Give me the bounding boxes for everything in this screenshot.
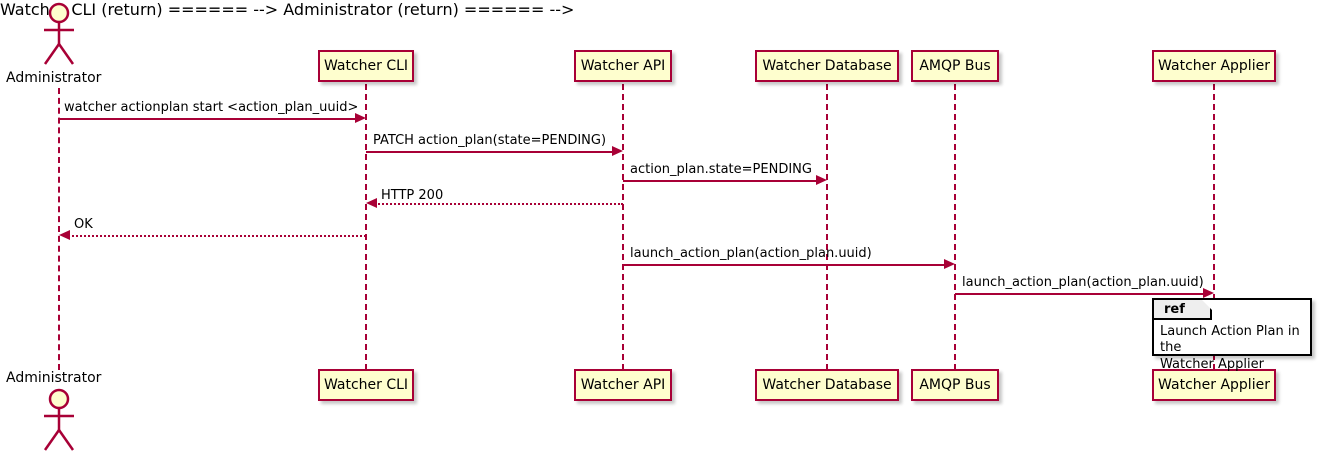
message-line-3 <box>623 180 820 182</box>
message-label-1: watcher actionplan start <action_plan_uu… <box>64 100 359 115</box>
message-label-3: action_plan.state=PENDING <box>630 162 812 177</box>
ref-fragment-body: Launch Action Plan in the Watcher Applie… <box>1160 324 1306 373</box>
message-label-6: launch_action_plan(action_plan.uuid) <box>630 246 872 261</box>
participant-watcher-database-top[interactable]: Watcher Database <box>755 50 899 82</box>
message-line-7 <box>955 293 1207 295</box>
ref-fragment-tab: ref <box>1154 300 1212 320</box>
lifeline-watcher-applier <box>1213 84 1215 370</box>
participant-watcher-applier-bottom[interactable]: Watcher Applier <box>1152 369 1276 401</box>
message-arrowhead-6 <box>944 259 955 269</box>
lifeline-amqp-bus <box>954 84 956 370</box>
message-arrowhead-4 <box>366 198 377 208</box>
ref-fragment-box: ref Launch Action Plan in the Watcher Ap… <box>1152 298 1312 372</box>
ref-fragment-line-2: Watcher Applier <box>1160 356 1264 372</box>
lifeline-administrator <box>58 88 60 370</box>
message-label-4: HTTP 200 <box>381 188 444 203</box>
message-label-2: PATCH action_plan(state=PENDING) <box>373 133 607 148</box>
actor-administrator-top-icon <box>43 2 75 65</box>
participant-watcher-cli-top[interactable]: Watcher CLI <box>318 50 414 82</box>
lifeline-watcher-api <box>622 84 624 370</box>
message-arrowhead-7 <box>1203 288 1214 298</box>
message-label-7: launch_action_plan(action_plan.uuid) <box>962 275 1204 290</box>
participant-watcher-cli-bottom[interactable]: Watcher CLI <box>318 369 414 401</box>
actor-administrator-bottom-label: Administrator <box>6 370 102 386</box>
participant-watcher-api-top[interactable]: Watcher API <box>574 50 672 82</box>
message-arrowhead-3 <box>816 175 827 185</box>
message-arrowhead-2 <box>612 146 623 156</box>
message-arrowhead-1 <box>355 113 366 123</box>
message-arrowhead-5 <box>59 230 70 240</box>
participant-watcher-database-bottom[interactable]: Watcher Database <box>755 369 899 401</box>
participant-watcher-api-bottom[interactable]: Watcher API <box>574 369 672 401</box>
participant-amqp-bus-bottom[interactable]: AMQP Bus <box>911 369 999 401</box>
lifeline-watcher-database <box>826 84 828 370</box>
actor-administrator-top-label: Administrator <box>6 70 102 86</box>
lifeline-watcher-cli <box>365 84 367 370</box>
message-line-4 <box>375 203 623 205</box>
message-label-5: OK <box>74 217 93 232</box>
message-line-2 <box>366 151 616 153</box>
message-line-6 <box>623 264 948 266</box>
participant-watcher-applier-top[interactable]: Watcher Applier <box>1152 50 1276 82</box>
actor-administrator-bottom-icon <box>43 388 75 451</box>
participant-amqp-bus-top[interactable]: AMQP Bus <box>911 50 999 82</box>
message-line-5 <box>68 235 366 237</box>
ref-fragment-line-1: Launch Action Plan in the <box>1160 324 1300 356</box>
message-line-1 <box>59 118 359 120</box>
